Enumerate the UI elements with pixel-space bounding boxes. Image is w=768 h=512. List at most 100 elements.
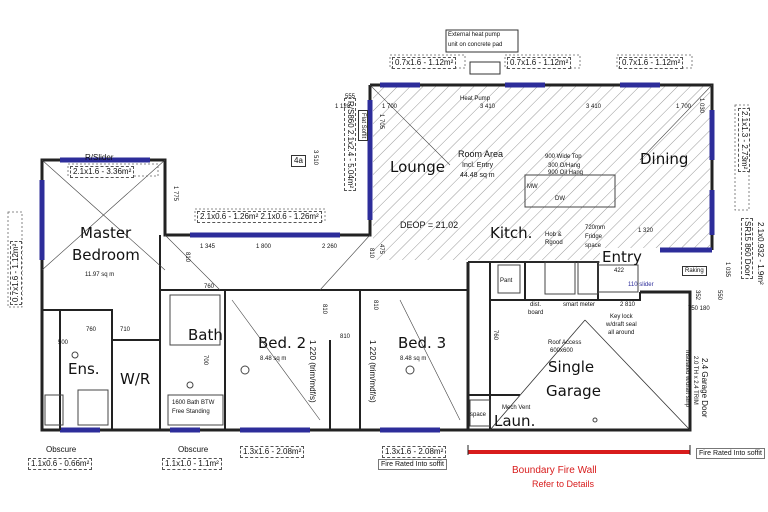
window-obscure-2: Obscure (178, 445, 209, 454)
fire-soffit-left: Fire Rated Into soffit (378, 459, 447, 470)
keylock-note3: all around (608, 330, 635, 336)
flat-soffit: Flat Soffit (358, 110, 368, 142)
dim-810-a: 810 (184, 252, 190, 263)
room-bed3: Bed. 3 (398, 334, 447, 352)
dim-710: 710 (120, 327, 131, 333)
dim-1030: 1 030 (698, 98, 704, 114)
dim-750: 750 180 (688, 306, 710, 312)
deop-note: DEOP = 21.02 (400, 220, 459, 230)
room-laundry: Laun. (494, 412, 536, 430)
bed3-area: 8.48 sq m (400, 356, 427, 362)
dim-2260: 2 260 (322, 244, 338, 250)
window-callout-boxes (7, 54, 750, 308)
living-hatch (373, 85, 710, 260)
dim-555: 555 (345, 94, 356, 100)
garage-door2: 2.0 TH x 2.4 TRIM (692, 356, 698, 405)
keylock-note2: w/draft seal (606, 322, 637, 328)
roof-access: Roof Access (548, 340, 582, 346)
dim-550: 550 (716, 290, 722, 301)
window-rslider-size: 2.1x1.6 - 3.36m² (70, 166, 135, 178)
hob-note2: Rgood (545, 240, 563, 246)
dim-1700: 1 700 (382, 104, 398, 110)
dim-422: 422 (614, 268, 625, 274)
room-single: Single (548, 358, 595, 376)
fire-wall-note: Boundary Fire Wall (512, 465, 597, 476)
garage-door3: Insulated w/draft strip (684, 350, 690, 408)
window-obscure-2-size: 1.1x1.0 - 1.1m² (162, 458, 222, 470)
window-bottom-bed3: 1.3x1.6 - 2.08m² (382, 446, 447, 458)
room-ensuite: Ens. (68, 360, 100, 378)
window-mid: 2.1x0.6 - 1.26m² 2.1x0.6 - 1.26m² (197, 211, 322, 223)
slider-label: 110 slider (628, 282, 654, 288)
window-top-2: 0.7x1.6 - 1.12m² (507, 57, 572, 69)
dim-500: 500 (58, 340, 69, 346)
dim-3410-a: 3 410 (480, 104, 496, 110)
refer-details-note: Refer to Details (532, 479, 595, 489)
bench-note2: 300 O/Hang (548, 163, 581, 169)
microwave-label: MW (527, 184, 538, 190)
door-4a: 4a (291, 155, 306, 167)
window-rs860: R/S860 2.1x2.4 - 5.04m² (344, 98, 356, 192)
heat-pump-ext-note2: unit on concrete pad (448, 42, 503, 48)
sr-door-size: 2.1x0.932 - 1.9m² (756, 222, 765, 285)
trim-note-2: 1 220 (trim/mdf/s) (368, 340, 377, 403)
raking-label: Raking (682, 266, 707, 276)
room-bed2: Bed. 2 (258, 334, 307, 352)
heat-pump-label: Heat Pump (460, 96, 491, 102)
dim-760-b: 760 (86, 327, 97, 333)
room-garage: Garage (546, 382, 601, 400)
window-marks (39, 82, 715, 433)
dim-1705: 1 705 (378, 114, 384, 130)
space-label: space (470, 412, 487, 418)
room-area-title: Room Area (458, 149, 504, 159)
dim-475: 475 (378, 244, 384, 255)
garage-door: 2.4 Garage Door (700, 358, 709, 418)
sr-door: SR15 860 Door (741, 218, 753, 280)
heat-pump-pad (469, 61, 501, 75)
dim-3510: 3 510 (312, 150, 318, 166)
window-top-1: 0.7x1.6 - 1.12m² (392, 57, 457, 69)
room-master-sub: Bedroom (72, 246, 140, 264)
roof-lines (41, 84, 713, 421)
fire-soffit-right: Fire Rated Into soffit (696, 448, 765, 459)
keylock-note: Key lock (610, 314, 633, 320)
bath-note: 1600 Bath BTW (172, 400, 215, 406)
dim-810-d: 810 (340, 334, 351, 340)
dim-810-b: 810 (368, 248, 374, 259)
dim-1700-b: 1 700 (676, 104, 692, 110)
window-left: 0.7x1.6 - 1.12m² (10, 240, 22, 305)
dim-1035: 1 035 (724, 262, 730, 278)
fridge-note3: space (585, 243, 602, 249)
dim-760-c: 760 (492, 330, 498, 341)
dishwasher-label: DW (555, 196, 565, 202)
fridge-note: 720mm (585, 225, 606, 231)
trim-note-1: 1 220 (trim/mdf/s) (308, 340, 317, 403)
room-kitchen: Kitch. (490, 224, 533, 242)
heat-pump-ext-note: External heat pump (448, 32, 501, 38)
dim-1775: 1 775 (172, 186, 178, 202)
window-obscure-1-size: 1.1x0.6 - 0.66m² (28, 458, 93, 470)
bed2-area: 8.48 sq m (260, 356, 287, 362)
dim-1320: 1 320 (638, 228, 654, 234)
mech-vent: Mech Vent (502, 405, 531, 411)
heat-pump-ext-box (445, 29, 519, 53)
room-bath: Bath (188, 326, 223, 344)
window-obscure-1: Obscure (46, 445, 77, 454)
room-dining: Dining (640, 150, 689, 168)
room-lounge: Lounge (390, 158, 446, 176)
roof-access2: 600x600 (550, 348, 574, 354)
dim-1120: 1 120 (335, 104, 351, 110)
dim-352: 352 (694, 290, 700, 301)
master-area: 11.97 sq m (85, 272, 115, 278)
interior-walls (42, 235, 641, 430)
pantry-label: Pant (500, 278, 513, 284)
room-area-sub: Incl. Entry (462, 162, 494, 169)
fixtures (44, 174, 639, 427)
dim-810-e: 810 (372, 300, 378, 311)
dim-810-c: 810 (321, 304, 327, 315)
hob-note: Hob & (545, 232, 562, 238)
dim-760-a: 760 (204, 284, 215, 290)
window-rslider: R/Slider (85, 153, 114, 162)
window-bottom-bath: 1.3x1.6 - 2.08m² (240, 446, 305, 458)
